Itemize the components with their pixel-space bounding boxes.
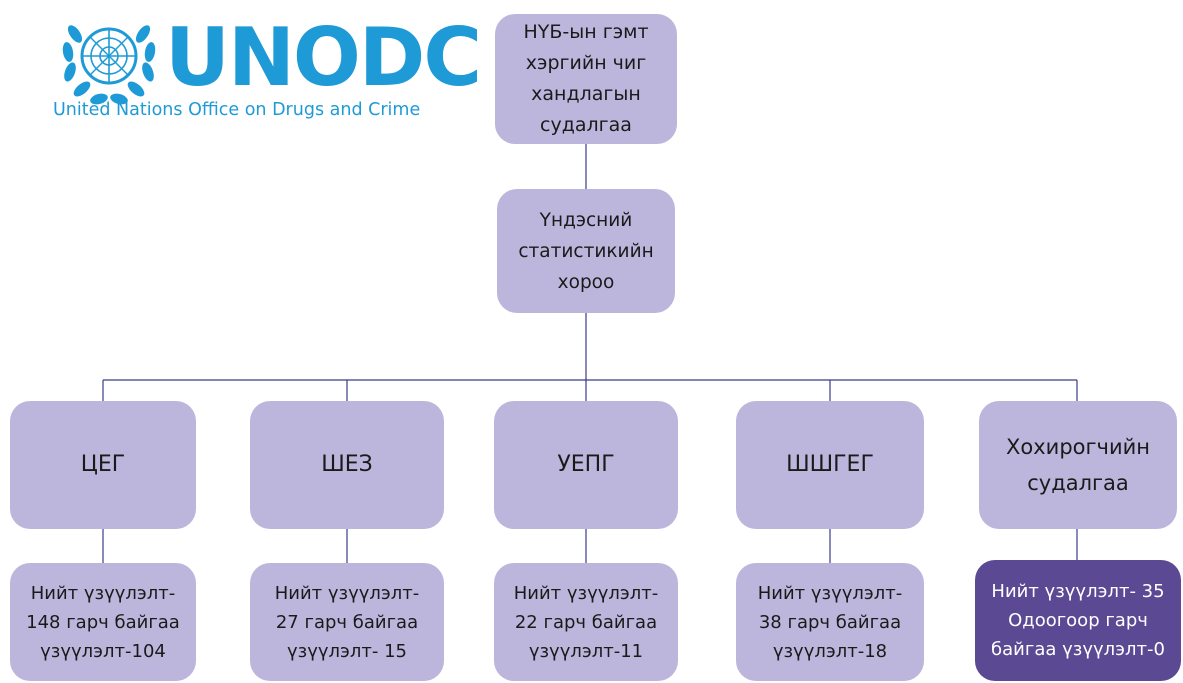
node-stat-shshgeg: Нийт үзүүлэлт- 38 гарч байгаа үзүүлэлт-1… bbox=[736, 563, 924, 681]
stat-line: үзүүлэлт-18 bbox=[772, 640, 888, 662]
node-label: ШШГЕГ bbox=[786, 452, 874, 477]
stat-line: Нийт үзүүлэлт- bbox=[757, 582, 903, 604]
node-agency-uepg: УЕПГ bbox=[494, 401, 678, 529]
stat-line: үзүүлэлт- 15 bbox=[286, 640, 407, 662]
stat-line: байгаа үзүүлэлт-0 bbox=[991, 639, 1165, 660]
stat-line: 148 гарч байгаа bbox=[26, 611, 180, 633]
node-text-line: статистикийн bbox=[518, 240, 654, 262]
node-label: УЕПГ bbox=[557, 452, 615, 477]
node-label: Хохирогчийн bbox=[1006, 435, 1150, 459]
stat-line: 22 гарч байгаа bbox=[514, 611, 658, 633]
stat-line: Нийт үзүүлэлт- bbox=[274, 582, 420, 604]
logo-subtitle: United Nations Office on Drugs and Crime bbox=[53, 100, 421, 120]
node-text-line: хандлагын bbox=[531, 83, 641, 105]
node-national-statistics-committee: Үндэсний статистикийн хороо bbox=[497, 189, 675, 313]
stat-line: Одоогоор гарч bbox=[1008, 610, 1148, 631]
node-label: ЦЕГ bbox=[80, 452, 126, 477]
stat-line: Нийт үзүүлэлт- bbox=[513, 582, 659, 604]
stat-line: Нийт үзүүлэлт- bbox=[30, 582, 176, 604]
node-un-crime-trends-survey: НҮБ-ын гэмт хэргийн чиг хандлагын судалг… bbox=[495, 14, 677, 144]
node-label: ШЕЗ bbox=[321, 452, 373, 477]
stat-line: үзүүлэлт-104 bbox=[40, 640, 166, 662]
stat-line: 38 гарч байгаа bbox=[758, 611, 902, 633]
node-stat-victim-survey: Нийт үзүүлэлт- 35 Одоогоор гарч байгаа ү… bbox=[975, 560, 1181, 681]
node-stat-ceg: Нийт үзүүлэлт- 148 гарч байгаа үзүүлэлт-… bbox=[10, 563, 196, 681]
node-text-line: судалгаа bbox=[540, 114, 632, 136]
unodc-logo: UNODC United Nations Office on Drugs and… bbox=[52, 10, 482, 135]
stat-line: 27 гарч байгаа bbox=[275, 611, 419, 633]
node-agency-shez: ШЕЗ bbox=[250, 401, 444, 529]
logo-wordmark: UNODC bbox=[165, 11, 482, 104]
node-agency-shshgeg: ШШГЕГ bbox=[736, 401, 924, 529]
node-stat-shez: Нийт үзүүлэлт- 27 гарч байгаа үзүүлэлт- … bbox=[250, 563, 444, 681]
node-agency-ceg: ЦЕГ bbox=[10, 401, 196, 529]
node-text-line: Үндэсний bbox=[539, 209, 633, 231]
stat-line: Нийт үзүүлэлт- 35 bbox=[991, 581, 1165, 602]
un-emblem-icon bbox=[62, 25, 156, 105]
node-text-line: хороо bbox=[557, 271, 615, 293]
stat-line: үзүүлэлт-11 bbox=[528, 640, 644, 662]
node-stat-uepg: Нийт үзүүлэлт- 22 гарч байгаа үзүүлэлт-1… bbox=[494, 563, 678, 681]
node-text-line: НҮБ-ын гэмт bbox=[523, 21, 649, 43]
node-agency-victim-survey: Хохирогчийн судалгаа bbox=[979, 401, 1177, 529]
node-label: судалгаа bbox=[1027, 471, 1129, 495]
node-text-line: хэргийн чиг bbox=[525, 52, 647, 74]
